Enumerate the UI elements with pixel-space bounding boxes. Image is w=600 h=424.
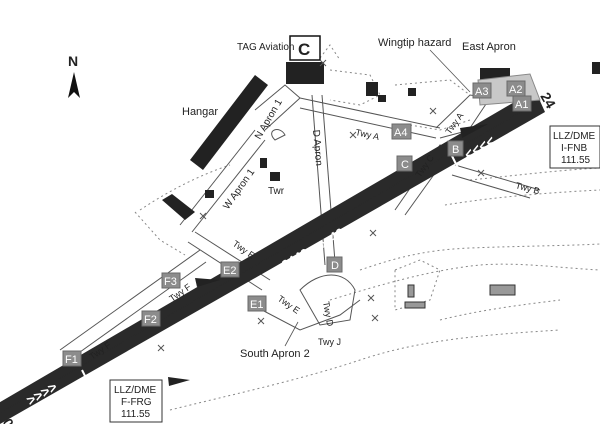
holding-point-d: D xyxy=(326,256,343,273)
ils-east-line2: I-FNB xyxy=(561,143,587,154)
north-building-1 xyxy=(366,82,378,96)
holding-point-a2: A2 xyxy=(506,80,526,97)
ils-box-east: LLZ/DME I-FNB 111.55 xyxy=(549,125,600,169)
svg-text:A4: A4 xyxy=(394,127,407,139)
n-apron-1-label: N Apron 1 xyxy=(253,97,285,141)
runway-end-24: 24 xyxy=(537,90,559,112)
tag-aviation-label: TAG Aviation xyxy=(237,42,294,53)
svg-text:C: C xyxy=(401,159,409,171)
north-letter: N xyxy=(68,53,78,69)
holding-points: A1 A2 A3 A4 B C D E1 E2 F1 F2 F3 xyxy=(62,80,532,367)
obstacles xyxy=(404,284,516,309)
taxiway-network xyxy=(59,84,541,363)
ils-east-line1: LLZ/DME xyxy=(553,131,596,142)
tower-label: Twr xyxy=(268,186,285,197)
east-apron-label: East Apron xyxy=(462,41,516,53)
holding-point-c: C xyxy=(396,155,413,172)
holding-point-a4: A4 xyxy=(391,123,412,140)
svg-text:E2: E2 xyxy=(223,265,236,277)
hangar-label: Hangar xyxy=(182,106,218,118)
holding-point-f1: F1 xyxy=(62,350,82,367)
svg-text:B: B xyxy=(452,144,459,156)
holding-point-e2: E2 xyxy=(220,261,240,278)
svg-text:F3: F3 xyxy=(164,276,177,288)
ils-west-line1: LLZ/DME xyxy=(114,385,157,396)
svg-text:A2: A2 xyxy=(509,84,522,96)
hangar-building xyxy=(190,75,268,170)
svg-text:E1: E1 xyxy=(250,299,263,311)
holding-point-a1: A1 xyxy=(512,95,532,112)
tag-code-box xyxy=(289,35,321,61)
west-building-cluster xyxy=(162,194,195,220)
d-apron-label: D Apron xyxy=(310,129,324,166)
holding-point-a3: A3 xyxy=(472,82,492,99)
twy-d-label: Twy D xyxy=(321,301,335,328)
north-building-2 xyxy=(378,95,386,102)
north-building-3 xyxy=(408,88,416,96)
twy-b-label: Twy B xyxy=(514,180,540,196)
holding-point-f3: F3 xyxy=(161,272,181,289)
west-building-2 xyxy=(205,190,214,198)
south-apron-leader xyxy=(284,321,299,347)
tag-code: C xyxy=(298,40,310,59)
svg-text:F2: F2 xyxy=(144,314,157,326)
holding-point-b: B xyxy=(447,140,464,157)
far-east-building xyxy=(592,62,600,74)
svg-text:D: D xyxy=(331,260,339,272)
svg-text:A3: A3 xyxy=(475,86,488,98)
dotted-boundaries xyxy=(134,44,600,411)
w-apron-1-label: W Apron 1 xyxy=(221,167,257,212)
wingtip-leader xyxy=(429,49,471,93)
runway-end-06: 06 xyxy=(0,416,21,424)
holding-point-e1: E1 xyxy=(247,295,267,312)
twy-a-label-1: Twy A xyxy=(355,127,381,142)
south-apron-2-label: South Apron 2 xyxy=(240,348,310,360)
north-arrow xyxy=(68,72,80,98)
ils-west-line3: 111.55 xyxy=(121,409,151,420)
twy-j-label: Twy J xyxy=(318,337,341,347)
small-building-1 xyxy=(260,158,267,168)
ils-east-line3: 111.55 xyxy=(561,155,591,166)
crossbar-markers xyxy=(157,59,485,352)
ils-box-west: LLZ/DME F-FRG 111.55 xyxy=(109,379,163,423)
windsocks xyxy=(168,124,488,386)
runway-06-24 xyxy=(0,90,545,424)
tag-aviation-building xyxy=(286,62,324,84)
holding-point-f2: F2 xyxy=(141,310,161,327)
svg-text:F1: F1 xyxy=(65,354,78,366)
svg-text:A1: A1 xyxy=(515,99,528,111)
wingtip-hazard-label: Wingtip hazard xyxy=(378,37,451,49)
tower-building xyxy=(270,172,280,181)
ils-west-line2: F-FRG xyxy=(121,397,152,408)
twy-e-label-2: Twy E xyxy=(276,293,302,315)
